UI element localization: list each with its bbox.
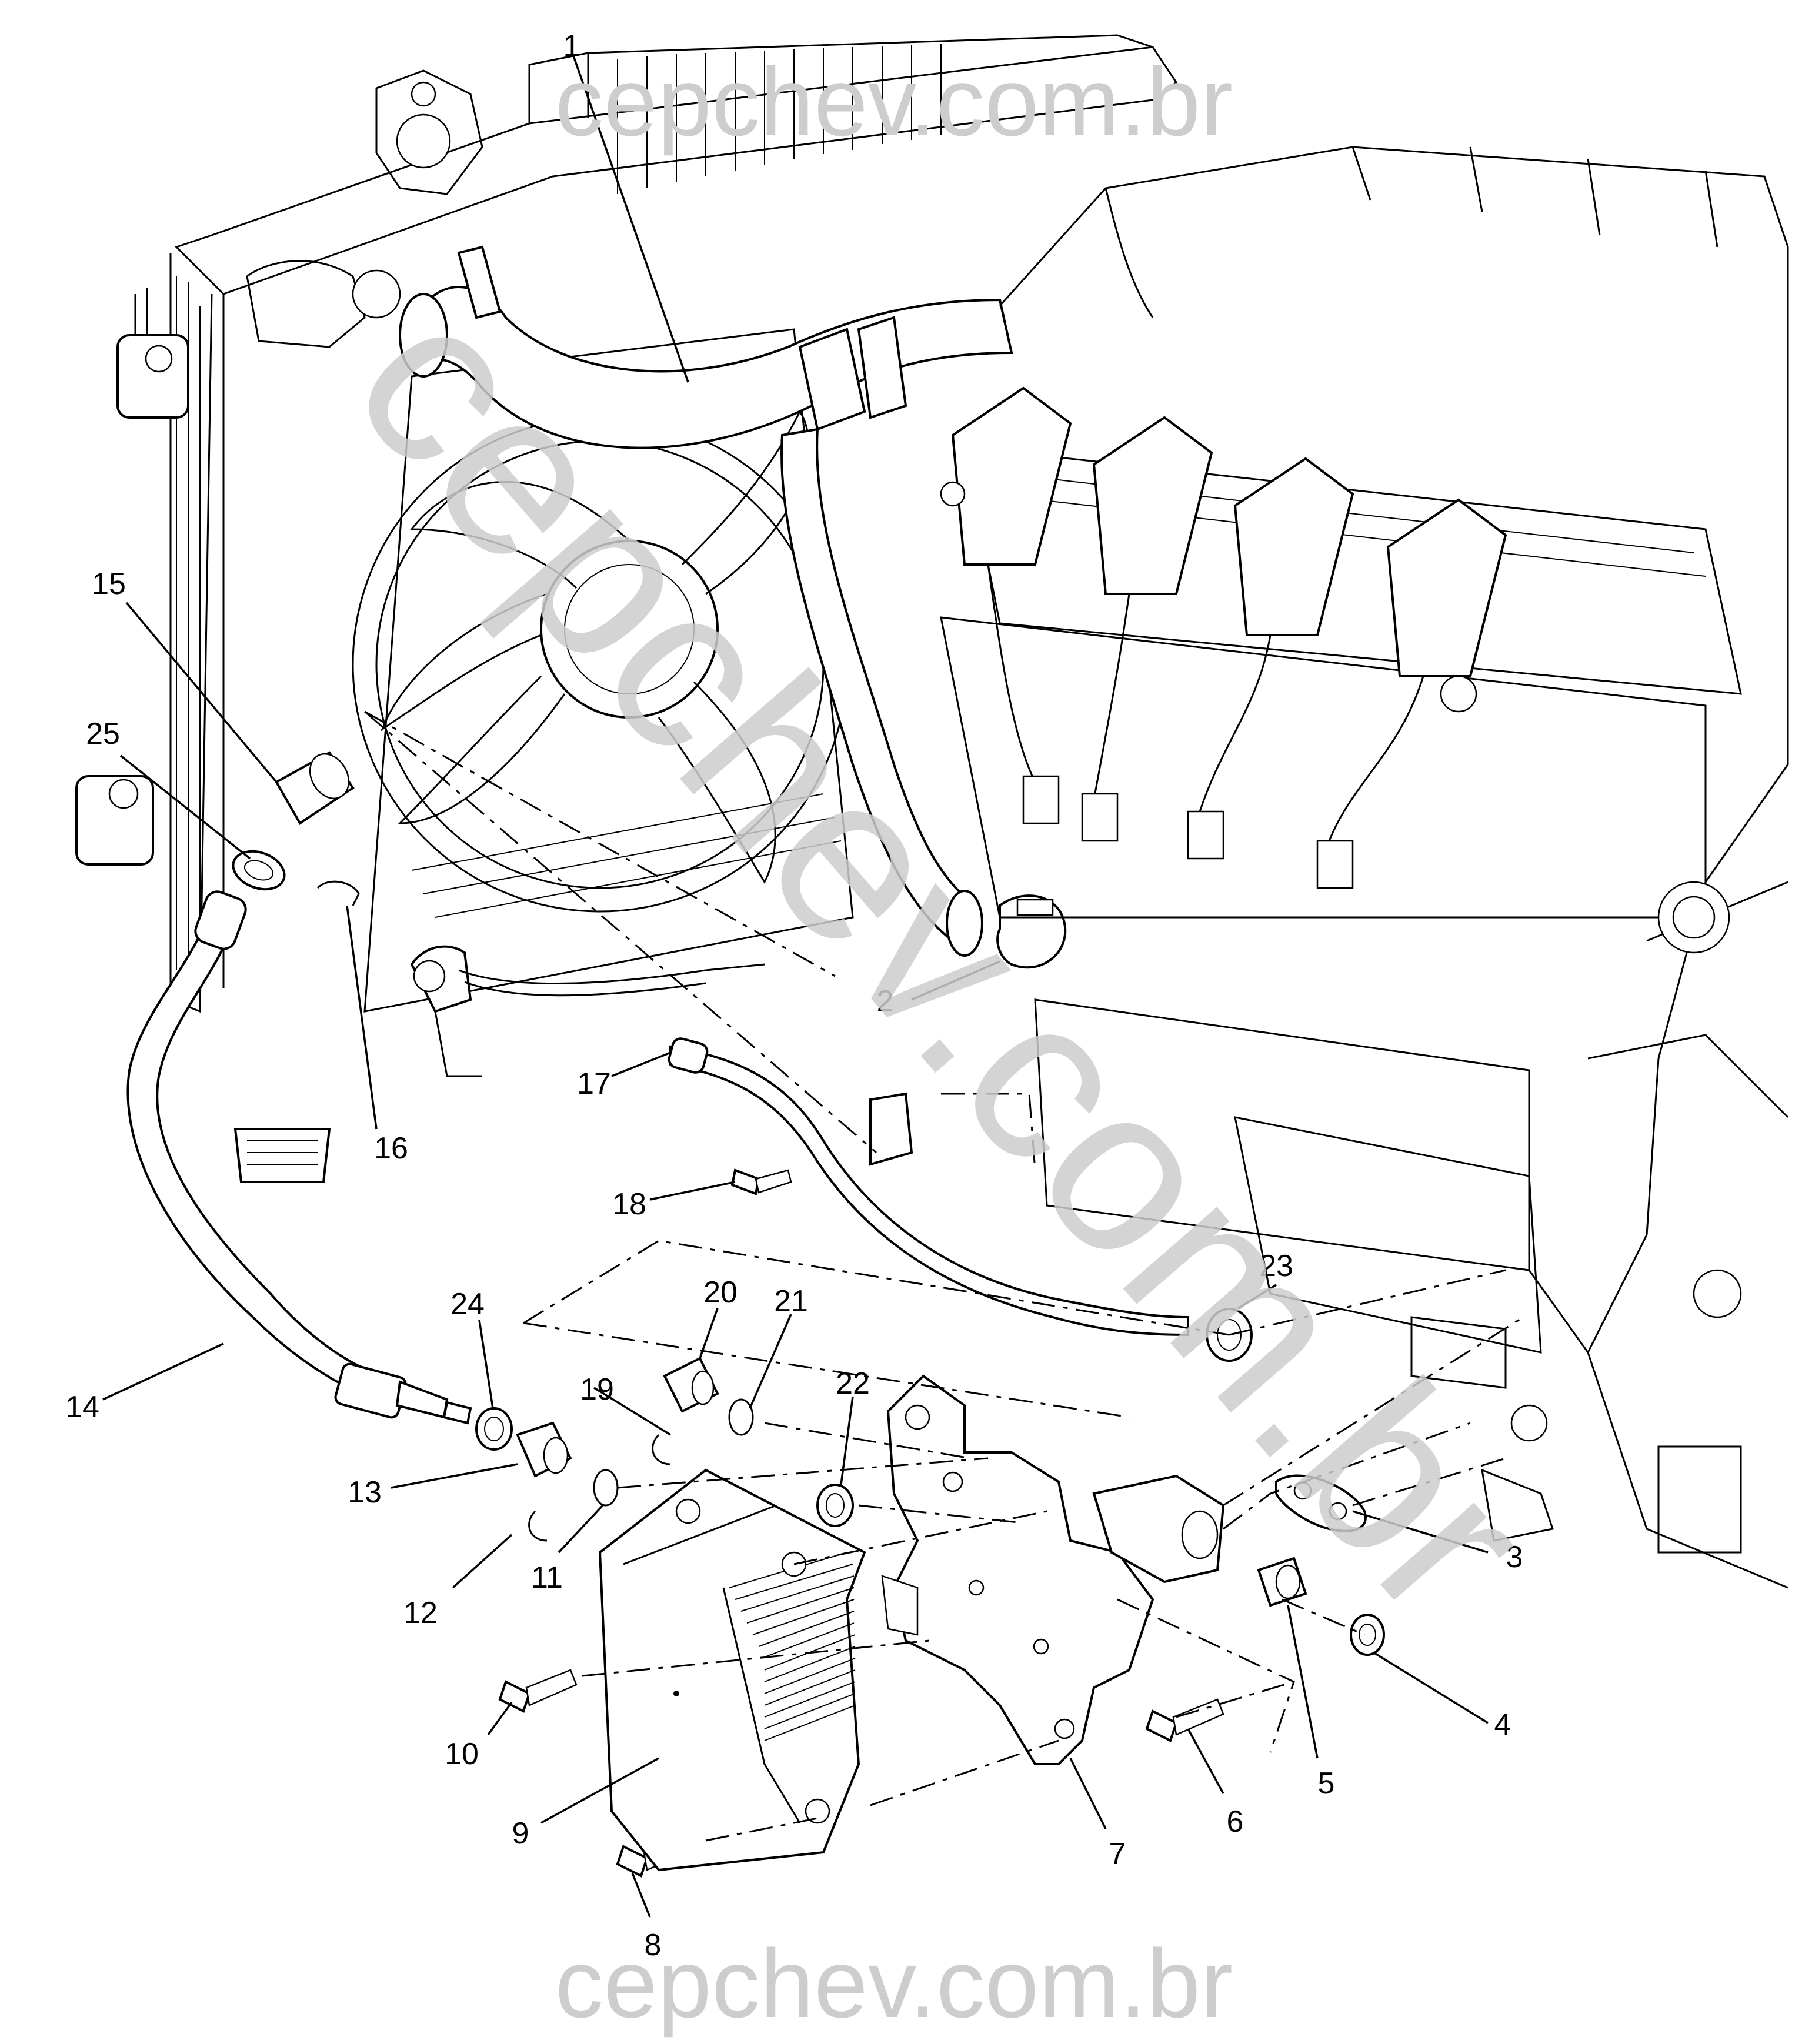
callout-17: 17 xyxy=(577,1067,611,1101)
callout-16: 16 xyxy=(374,1131,408,1165)
oil-cooler xyxy=(598,1468,866,1872)
bolt-10 xyxy=(498,1669,578,1713)
callout-9: 9 xyxy=(512,1816,529,1851)
engine-block xyxy=(940,146,1789,1589)
callout-14: 14 xyxy=(65,1390,99,1424)
callout-leaders xyxy=(102,55,1489,1918)
callout-18: 18 xyxy=(612,1187,646,1221)
watermark-bottom: cepchev.com.br xyxy=(555,1929,1233,2038)
exploded-view-lines xyxy=(364,710,1524,1842)
callout-6: 6 xyxy=(1227,1805,1244,1839)
callout-labels: 1 2 3 4 5 6 7 8 9 10 11 12 13 14 15 16 1… xyxy=(65,29,1523,1962)
oil-cooler-inlet-hose xyxy=(126,890,472,1425)
oil-cooler-adapter xyxy=(881,1374,1225,1765)
callout-2: 2 xyxy=(877,984,894,1018)
callout-24: 24 xyxy=(450,1287,485,1321)
adapter-small-parts xyxy=(1257,1474,1385,1656)
callout-5: 5 xyxy=(1318,1766,1335,1801)
callout-10: 10 xyxy=(445,1737,479,1771)
callout-25: 25 xyxy=(86,717,120,751)
callout-23: 23 xyxy=(1259,1249,1293,1283)
oil-cooler-outlet-pipe xyxy=(668,1037,1189,1337)
upper-radiator-hose xyxy=(399,245,1013,957)
callout-20: 20 xyxy=(703,1275,738,1310)
callout-11: 11 xyxy=(531,1561,563,1595)
callout-15: 15 xyxy=(92,567,126,601)
callout-4: 4 xyxy=(1494,1708,1511,1742)
callout-7: 7 xyxy=(1109,1837,1126,1871)
callout-19: 19 xyxy=(580,1372,614,1407)
watermark-top: cepchev.com.br xyxy=(555,48,1233,156)
callout-13: 13 xyxy=(348,1475,382,1509)
callout-8: 8 xyxy=(645,1928,662,1962)
hose-clamp xyxy=(996,894,1067,969)
callout-12: 12 xyxy=(403,1596,438,1630)
bolt-18 xyxy=(730,1168,792,1195)
callout-1: 1 xyxy=(563,29,580,63)
callout-3: 3 xyxy=(1506,1540,1523,1574)
callout-22: 22 xyxy=(836,1367,870,1401)
radiator-outlet xyxy=(233,945,765,1183)
fittings xyxy=(232,751,1253,1542)
ignition-coils xyxy=(940,386,1507,889)
bolt-6 xyxy=(1145,1698,1224,1742)
callout-21: 21 xyxy=(774,1284,808,1318)
radiator-assembly xyxy=(75,34,1178,1013)
